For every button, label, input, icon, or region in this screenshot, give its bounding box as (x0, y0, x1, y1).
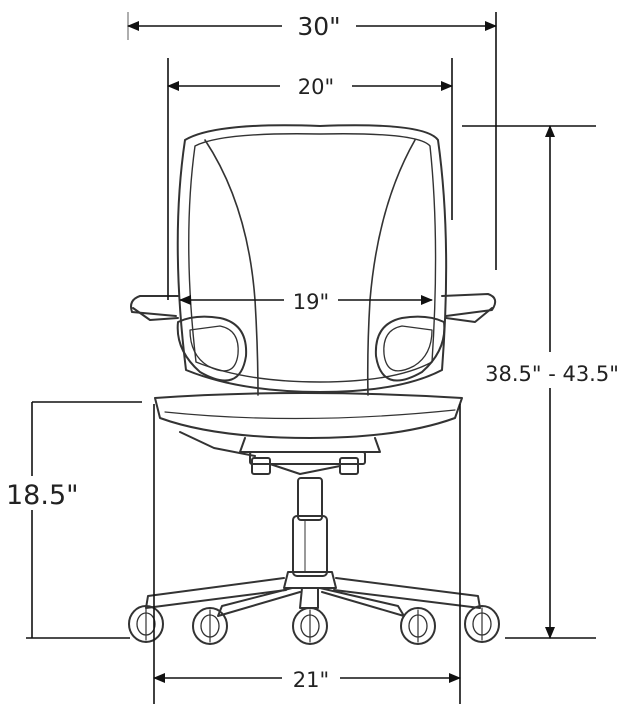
right-arm-support (374, 315, 446, 382)
base-leg-right (333, 577, 481, 609)
backrest-right-spine (366, 139, 416, 396)
back-width-label: 20" (298, 75, 334, 99)
chair-drawing (128, 124, 500, 645)
base-width-label: 21" (293, 668, 329, 692)
base-leg-mid-left (217, 587, 301, 617)
backrest-frame (176, 124, 448, 393)
backrest-inner-frame (188, 133, 437, 383)
gas-cylinder (292, 515, 328, 577)
seat-height-label: 18.5" (6, 480, 79, 511)
right-armrest (441, 293, 497, 317)
caster-3 (292, 607, 328, 645)
caster-4 (400, 607, 436, 645)
base-hub (283, 571, 337, 589)
left-arm-support (176, 315, 248, 382)
gas-cylinder-top (297, 477, 323, 521)
seat-width-label: 19" (293, 290, 329, 314)
base-leg-center (299, 587, 319, 609)
base-leg-mid-right (319, 587, 405, 617)
left-armrest (130, 295, 179, 317)
height-range-label: 38.5" - 43.5" (485, 362, 619, 386)
caster-1 (128, 605, 164, 643)
overall-width-label: 30" (297, 12, 340, 41)
seat (154, 392, 463, 439)
base-leg-left (145, 577, 287, 609)
dimension-lines (26, 12, 596, 704)
backrest-left-spine (204, 139, 259, 396)
seat-mechanism (239, 437, 381, 453)
caster-5 (464, 605, 500, 643)
caster-2 (192, 607, 228, 645)
